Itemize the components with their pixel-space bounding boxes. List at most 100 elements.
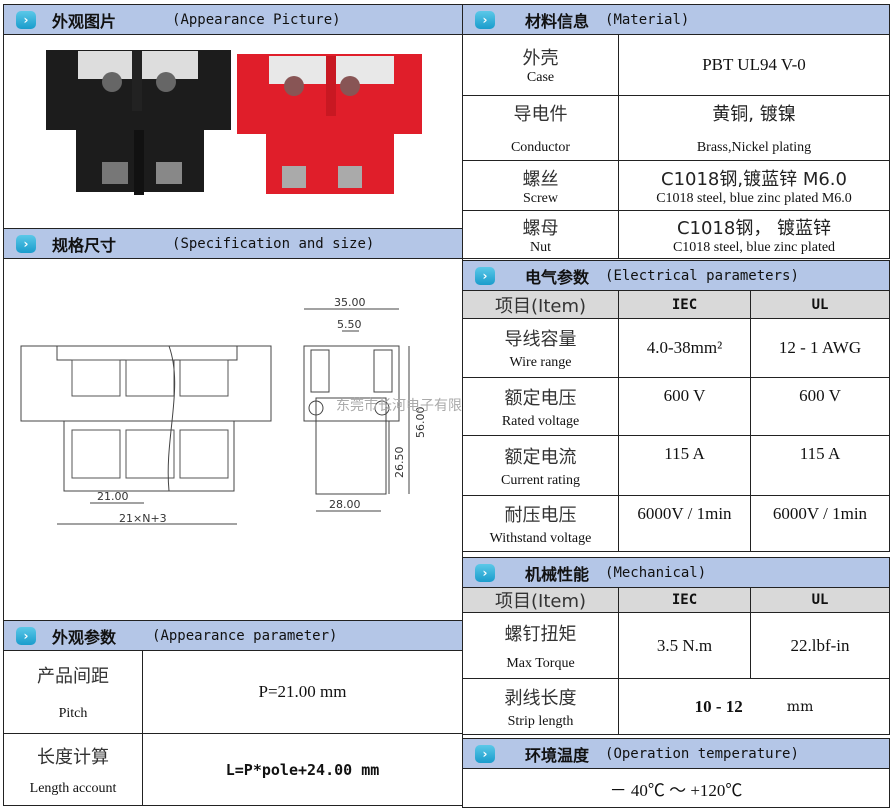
label-en: Withstand voltage (489, 530, 592, 546)
label-zh: 剥线长度 (504, 687, 577, 709)
value-text: 115 A (799, 444, 841, 463)
material-value: PBT UL94 V-0 (618, 34, 890, 96)
section-subtitle: (Mechanical) (605, 564, 707, 581)
electrical-ul: 12 - 1 AWG (750, 318, 890, 378)
spec-size-header: › 规格尺寸 (Specification and size) (3, 228, 463, 259)
chevron-right-icon: › (475, 563, 495, 582)
label-zh: 螺丝 (522, 168, 559, 190)
value-text: － 40℃ ～ +120℃ (609, 780, 743, 800)
electrical-head-iec: IEC (618, 290, 751, 319)
torque-label: 螺钉扭矩 Max Torque (462, 612, 619, 679)
label-zh: 导电件 (513, 104, 568, 125)
label-en: Strip length (507, 713, 574, 729)
electrical-iec: 600 V (618, 377, 751, 436)
value-en: C1018 steel, blue zinc plated (672, 239, 836, 255)
dim-pitch: 21.00 (97, 490, 129, 503)
value-text: L=P*pole+24.00 mm (225, 760, 380, 779)
dim-height: 56.00 (414, 407, 427, 439)
material-header: › 材料信息 (Material) (462, 4, 890, 35)
section-title: 材料信息 (525, 11, 590, 31)
head-text: IEC (671, 592, 698, 608)
chevron-right-icon: › (16, 234, 36, 253)
section-subtitle: (Material) (605, 11, 690, 28)
label-en: Conductor (510, 140, 571, 155)
electrical-label: 耐压电压 Withstand voltage (462, 495, 619, 552)
head-text: UL (811, 592, 829, 608)
label-zh: 螺母 (522, 217, 559, 239)
value-text: 6000V / 1min (637, 504, 732, 523)
chevron-right-icon: › (16, 626, 36, 645)
section-subtitle: (Electrical parameters) (605, 267, 799, 284)
strip-label: 剥线长度 Strip length (462, 678, 619, 735)
mechanical-head-ul: UL (750, 587, 890, 613)
value-text: 4.0-38mm² (646, 338, 723, 357)
material-label: 导电件 Conductor (462, 95, 619, 161)
red-terminal-photo (237, 54, 422, 194)
label-zh: 外壳 (522, 48, 559, 69)
label-zh: 额定电压 (504, 387, 577, 409)
electrical-iec: 115 A (618, 435, 751, 496)
value-text: 600 V (799, 386, 841, 405)
temperature-value: － 40℃ ～ +120℃ (462, 768, 890, 808)
section-subtitle: (Appearance Picture) (172, 11, 341, 28)
electrical-ul: 115 A (750, 435, 890, 496)
electrical-iec: 4.0-38mm² (618, 318, 751, 378)
value-zh: C1018钢， 镀蓝锌 (676, 217, 832, 239)
value-en: Brass,Nickel plating (696, 140, 812, 155)
electrical-iec: 6000V / 1min (618, 495, 751, 552)
watermark: 东莞市长河电子有限公司 (336, 397, 462, 414)
mechanical-head-item: 项目(Item) (462, 587, 619, 613)
label-zh: 耐压电压 (504, 504, 577, 526)
appearance-picture-header: › 外观图片 (Appearance Picture) (3, 4, 463, 35)
chevron-right-icon: › (16, 10, 36, 29)
value-text: 12 - 1 AWG (778, 338, 862, 357)
head-text: 项目(Item) (494, 591, 587, 612)
black-terminal-photo (46, 50, 231, 195)
label-en: Pitch (58, 706, 88, 721)
dim-width-top: 35.00 (334, 296, 366, 309)
unit-text: mm (786, 698, 814, 715)
chevron-right-icon: › (475, 266, 495, 285)
label-zh: 额定电流 (504, 446, 577, 468)
label-en: Rated voltage (501, 413, 580, 429)
mechanical-header: › 机械性能 (Mechanical) (462, 557, 890, 588)
chevron-right-icon: › (475, 10, 495, 29)
dim-lower-height: 26.50 (393, 447, 406, 479)
section-title: 环境温度 (525, 745, 590, 765)
electrical-head-item: 项目(Item) (462, 290, 619, 319)
value-text: 10 - 12 (694, 696, 743, 716)
label-en: Length account (29, 780, 117, 796)
head-text: 项目(Item) (494, 295, 587, 317)
torque-iec: 3.5 N.m (618, 612, 751, 679)
head-text: IEC (671, 296, 698, 313)
electrical-ul: 6000V / 1min (750, 495, 890, 552)
strip-value: 10 - 12 mm (618, 678, 890, 735)
section-subtitle: (Specification and size) (172, 235, 375, 252)
head-text: UL (811, 296, 829, 313)
section-title: 外观参数 (52, 627, 117, 647)
section-subtitle: (Operation temperature) (605, 745, 799, 762)
electrical-ul: 600 V (750, 377, 890, 436)
label-zh: 螺钉扭矩 (504, 623, 577, 645)
label-zh: 导线容量 (504, 329, 577, 350)
value-en: C1018 steel, blue zinc plated M6.0 (656, 190, 852, 206)
label-en: Case (526, 70, 555, 85)
appearance-param-header: › 外观参数 (Appearance parameter) (3, 620, 463, 651)
dimension-drawing: 21.00 21×N+3 35.00 5.50 28.00 56.00 26.5… (3, 258, 490, 621)
section-title: 电气参数 (525, 267, 590, 287)
label-zh: 产品间距 (37, 666, 109, 687)
section-title: 规格尺寸 (52, 235, 117, 255)
electrical-header: › 电气参数 (Electrical parameters) (462, 260, 890, 291)
chevron-right-icon: › (475, 744, 495, 763)
label-en: Screw (523, 190, 558, 206)
value-zh: C1018钢,镀蓝锌 M6.0 (661, 168, 847, 190)
electrical-head-ul: UL (750, 290, 890, 319)
section-title: 机械性能 (525, 564, 590, 584)
